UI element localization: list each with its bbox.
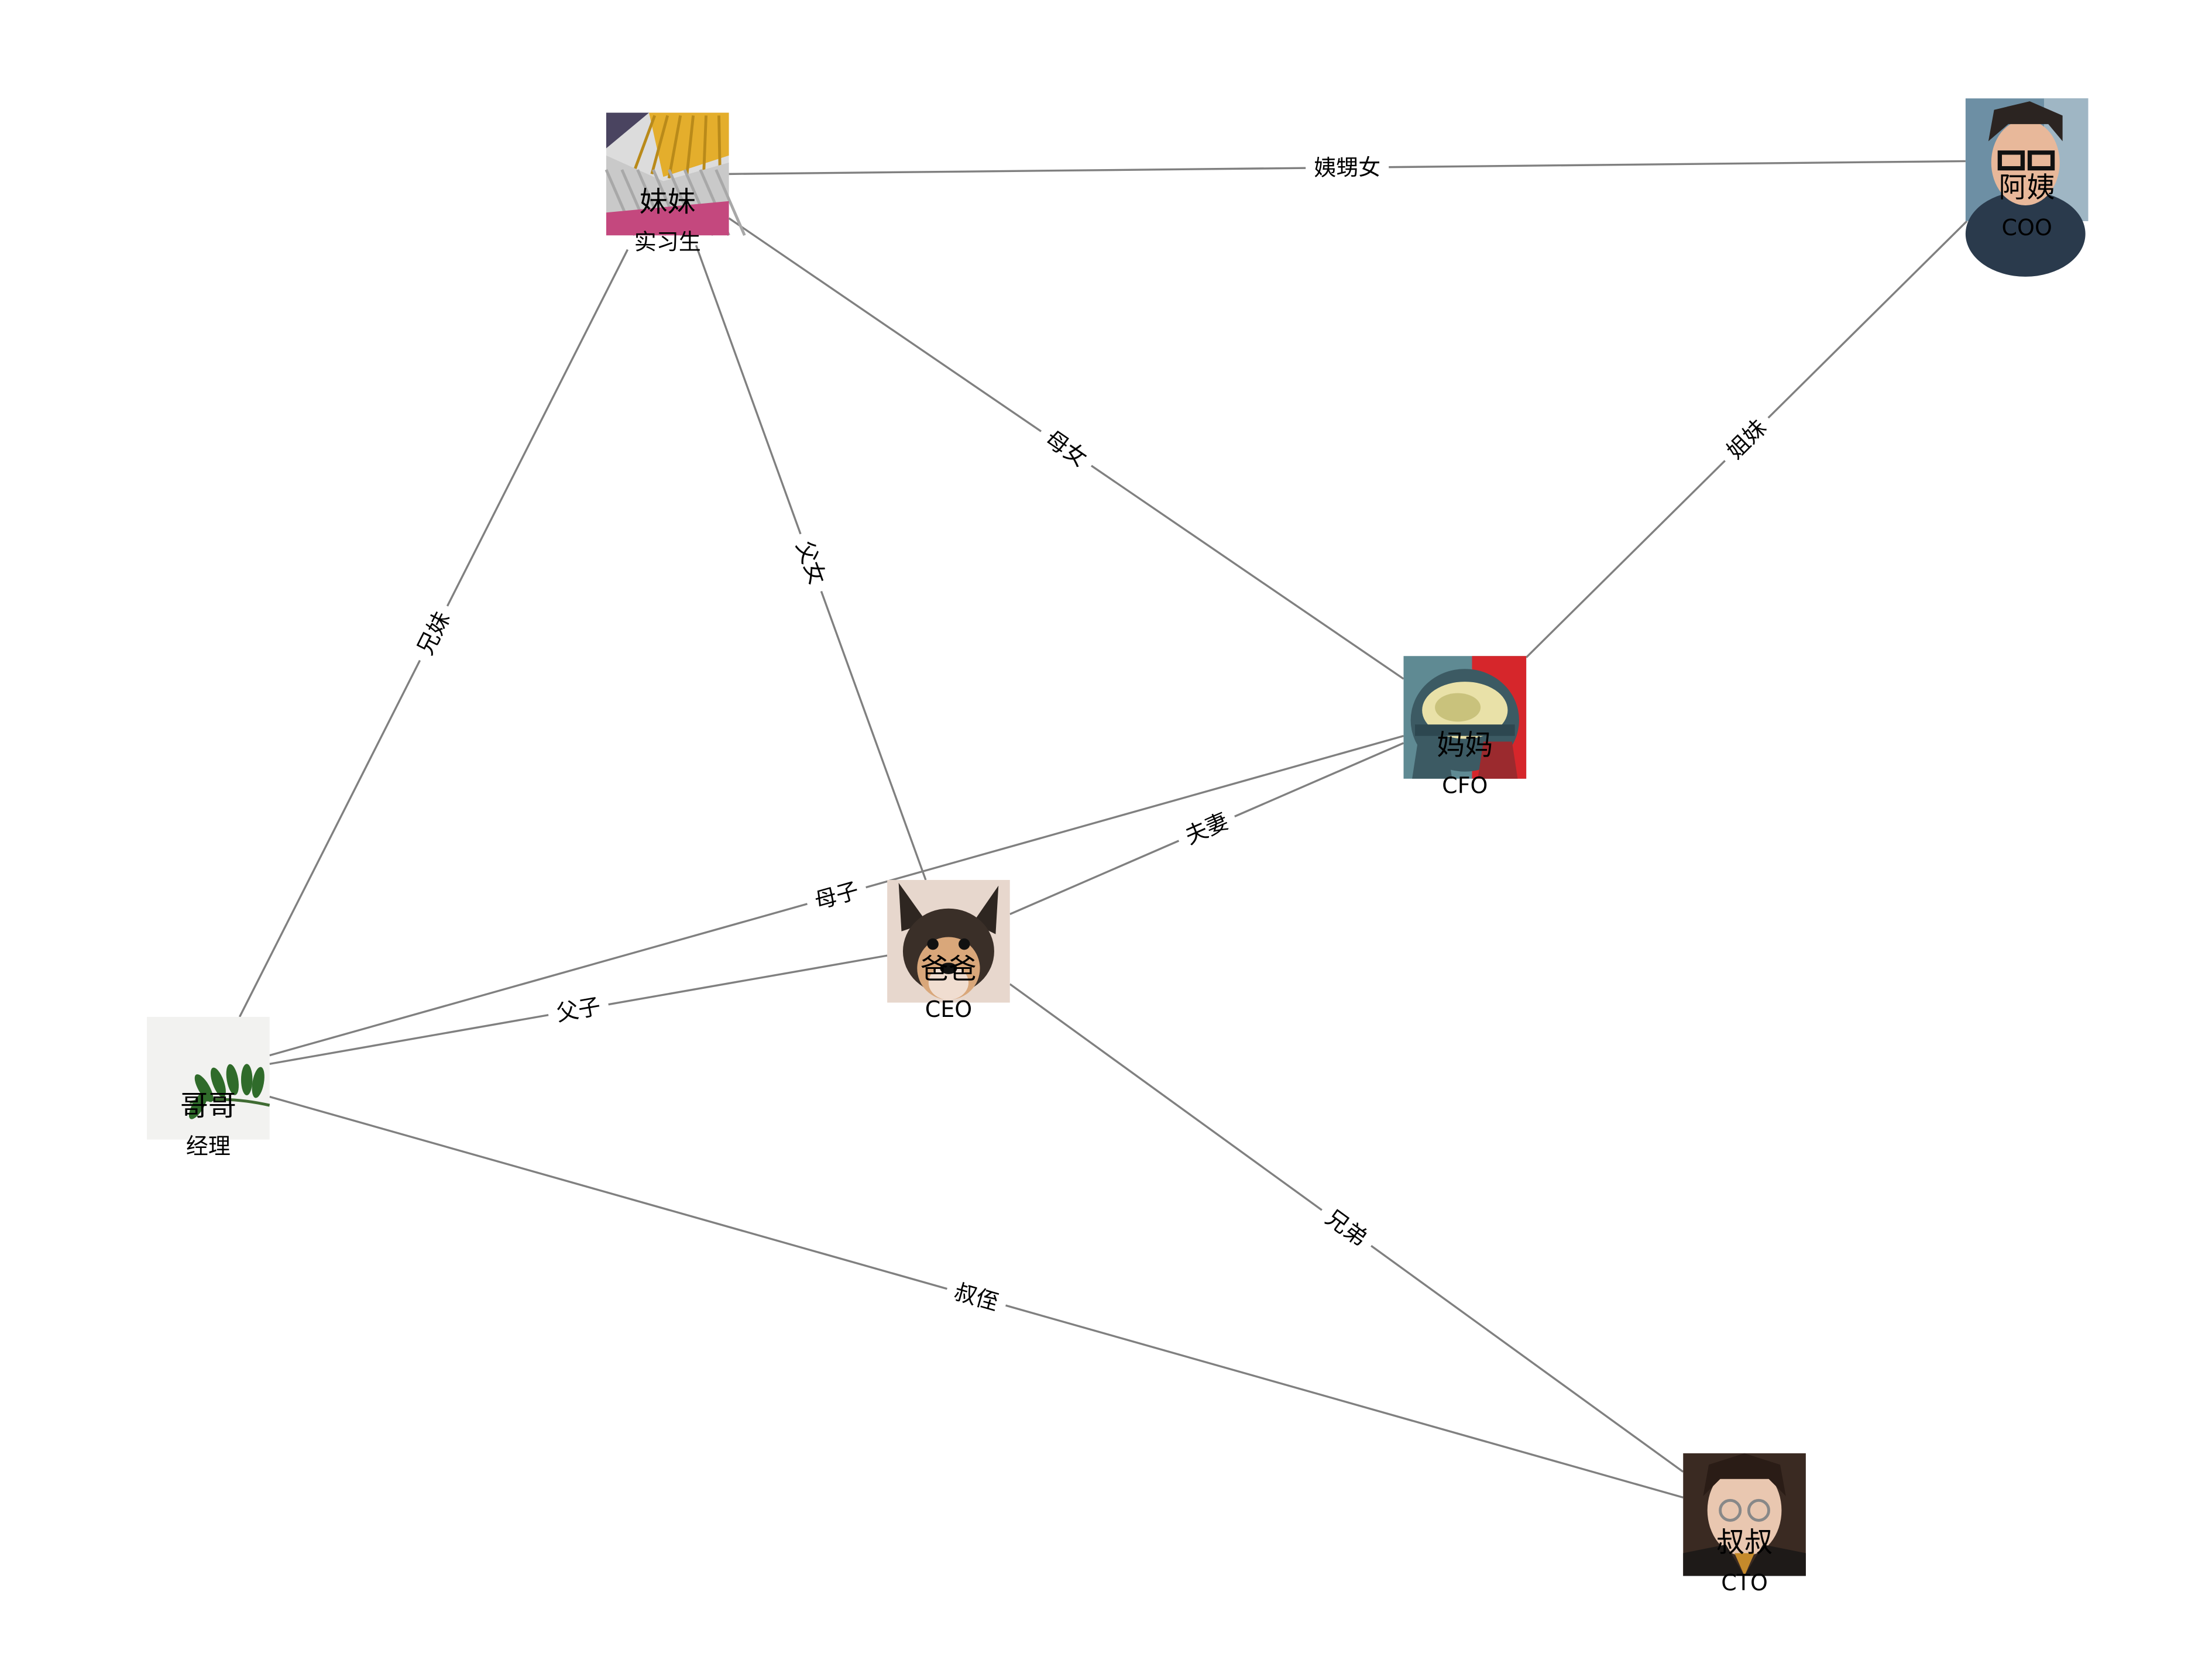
edge-label-bg [943, 1274, 1010, 1321]
edge-label: 夫妻 [1173, 802, 1241, 855]
dog-photo [887, 879, 1010, 1003]
edge-meimei-mama: 母女 [728, 217, 1404, 680]
edge-label-bg [803, 872, 870, 919]
edge-label-bg [786, 528, 836, 597]
node-baba[interactable]: 爸爸 CEO [887, 879, 1010, 1022]
edge-label: 叔侄 [943, 1274, 1010, 1321]
edge-meimei-baba: 父女 [695, 245, 927, 881]
node-title: CFO [1442, 772, 1488, 798]
edge-mama-baba: 夫妻 [1009, 742, 1404, 915]
node-name: 哥哥 [180, 1089, 236, 1122]
node-title: 实习生 [634, 229, 701, 255]
edge-label-text: 姨甥女 [1314, 154, 1380, 181]
edge-label-bg [406, 599, 461, 668]
staircase-photo [604, 112, 746, 236]
cartoon-man-glasses [1965, 98, 2089, 277]
node-title: CEO [925, 996, 972, 1022]
boy-glasses-photo [1683, 1453, 1806, 1576]
edge-label: 父女 [786, 528, 836, 597]
edge-gege-shushu: 叔侄 [269, 1095, 1684, 1499]
edge-label-bg [1032, 418, 1100, 479]
edge-meimei-gege: 兄妹 [238, 249, 629, 1017]
node-name: 阿姨 [1999, 171, 2055, 204]
edge-mama-gege: 母子 [269, 735, 1404, 1057]
edge-label-text: 叔侄 [952, 1278, 1001, 1315]
node-name: 叔叔 [1716, 1526, 1773, 1559]
helmet-poster [1403, 656, 1527, 779]
edge-baba-gege: 父子 [269, 954, 888, 1065]
edge-baba-shushu: 兄弟 [1009, 983, 1684, 1473]
edge-label: 母子 [803, 872, 870, 919]
edge-ayi-mama: 姐妹 [1525, 220, 1968, 658]
edge-label: 姨甥女 [1305, 152, 1389, 184]
node-shushu[interactable]: 叔叔 CTO [1683, 1453, 1806, 1596]
edge-meimei-ayi: 姨甥女 [729, 152, 1966, 184]
node-name: 妹妹 [640, 185, 696, 218]
node-title: 经理 [186, 1133, 231, 1159]
edge-label-text: 母子 [812, 877, 861, 914]
node-mama[interactable]: 妈妈 CFO [1403, 656, 1527, 798]
edge-label-bg [1305, 152, 1389, 184]
edge-label-bg [1313, 1198, 1380, 1259]
edge-label: 兄弟 [1313, 1198, 1380, 1259]
edge-label: 父子 [545, 989, 612, 1030]
node-ayi[interactable]: 阿姨 COO [1965, 98, 2089, 277]
node-name: 爸爸 [920, 953, 977, 985]
leaf-photo [147, 1016, 270, 1140]
node-name: 妈妈 [1437, 728, 1493, 761]
node-title: CTO [1721, 1570, 1768, 1596]
edge-label-bg [1173, 802, 1241, 855]
node-title: COO [2002, 215, 2052, 240]
edge-label: 母女 [1032, 418, 1100, 479]
edge-label: 兄妹 [406, 599, 461, 668]
edge-label: 姐妹 [1714, 407, 1779, 472]
edge-label-bg [545, 989, 612, 1030]
edge-label-bg [1714, 407, 1779, 472]
